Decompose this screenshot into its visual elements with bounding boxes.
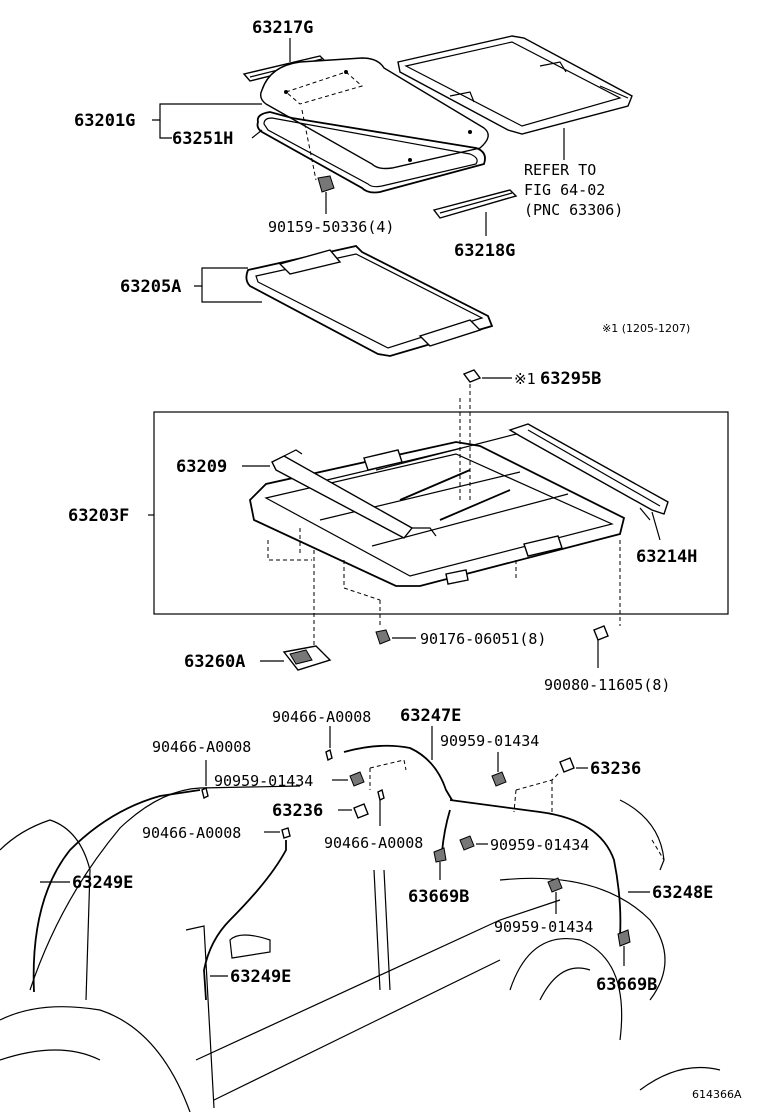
label-63203F: 63203F <box>68 506 129 526</box>
label-63248E: 63248E <box>652 883 713 903</box>
label-63295B: 63295B <box>540 369 601 389</box>
figure-id: 614366A <box>692 1088 742 1101</box>
part-90466-clip-d[interactable] <box>377 788 385 826</box>
part-63203F-housing[interactable] <box>249 384 626 628</box>
part-90959-grommet-a[interactable] <box>332 771 365 787</box>
label-90959-a: 90959-01434 <box>214 772 313 790</box>
part-63669B-valve-b[interactable] <box>617 929 631 966</box>
refer-line1: REFER TO <box>524 161 596 179</box>
label-63209: 63209 <box>176 457 227 477</box>
part-63205A-frame[interactable] <box>245 245 494 357</box>
label-90466-d: 90466-A0008 <box>324 834 423 852</box>
label-63260A: 63260A <box>184 652 245 672</box>
part-90466-clip-a[interactable] <box>325 726 333 762</box>
part-90159-bolt[interactable] <box>301 109 335 214</box>
label-63247E: 63247E <box>400 706 461 726</box>
label-63236-b: 63236 <box>272 801 323 821</box>
part-63669B-valve-a[interactable] <box>433 847 447 880</box>
label-90176: 90176-06051(8) <box>420 630 546 648</box>
label-63205A: 63205A <box>120 277 181 297</box>
refer-line3: (PNC 63306) <box>524 201 623 219</box>
label-90466-b: 90466-A0008 <box>152 738 251 756</box>
part-90466-clip-c[interactable] <box>264 827 291 839</box>
part-63249E-hose-pillar[interactable] <box>203 840 287 1001</box>
label-63201G: 63201G <box>74 111 135 131</box>
part-90959-grommet-b[interactable] <box>491 752 507 787</box>
label-90159: 90159-50336(4) <box>268 218 394 236</box>
label-90466-c: 90466-A0008 <box>142 824 241 842</box>
label-63669B-b: 63669B <box>596 975 657 995</box>
label-63214H: 63214H <box>636 547 697 567</box>
label-63249E-a: 63249E <box>72 873 133 893</box>
part-63295B-block[interactable] <box>462 369 512 383</box>
refer-line2: FIG 64-02 <box>524 181 605 199</box>
part-63218G-strip[interactable] <box>432 189 518 236</box>
car-body-outline <box>0 785 721 1112</box>
part-sunshade-ref[interactable] <box>397 35 633 160</box>
part-63251H-seal[interactable] <box>256 111 486 194</box>
part-90176-nut[interactable] <box>375 629 416 645</box>
label-90959-c: 90959-01434 <box>490 836 589 854</box>
mark-63295B: ※1 <box>514 370 536 388</box>
label-63251H: 63251H <box>172 129 233 149</box>
part-63249E-hose-left[interactable] <box>32 789 201 993</box>
label-63669B-a: 63669B <box>408 887 469 907</box>
group-box-63203F <box>153 411 729 615</box>
part-90080-screw[interactable] <box>593 540 621 668</box>
label-63218G: 63218G <box>454 241 515 261</box>
part-63214H-rail[interactable] <box>508 423 669 541</box>
part-63248E-hose[interactable] <box>441 799 650 937</box>
part-90959-grommet-c[interactable] <box>459 835 488 851</box>
part-63247E-hose[interactable] <box>343 726 453 801</box>
part-90959-grommet-d[interactable] <box>547 877 563 914</box>
part-90466-clip-b[interactable] <box>201 760 209 800</box>
part-63209-deflector[interactable] <box>271 449 437 539</box>
label-63217G: 63217G <box>252 18 313 38</box>
label-90466-a: 90466-A0008 <box>272 708 371 726</box>
label-90959-d: 90959-01434 <box>494 918 593 936</box>
part-63236-nozzle-b[interactable] <box>338 803 369 819</box>
part-63260A-motor[interactable] <box>260 550 332 671</box>
part-63236-nozzle-a[interactable] <box>513 757 588 813</box>
note-1205-1207: ※1 (1205-1207) <box>602 322 690 335</box>
label-90959-b: 90959-01434 <box>440 732 539 750</box>
label-63236-a: 63236 <box>590 759 641 779</box>
label-90080: 90080-11605(8) <box>544 676 670 694</box>
label-63249E-b: 63249E <box>230 967 291 987</box>
